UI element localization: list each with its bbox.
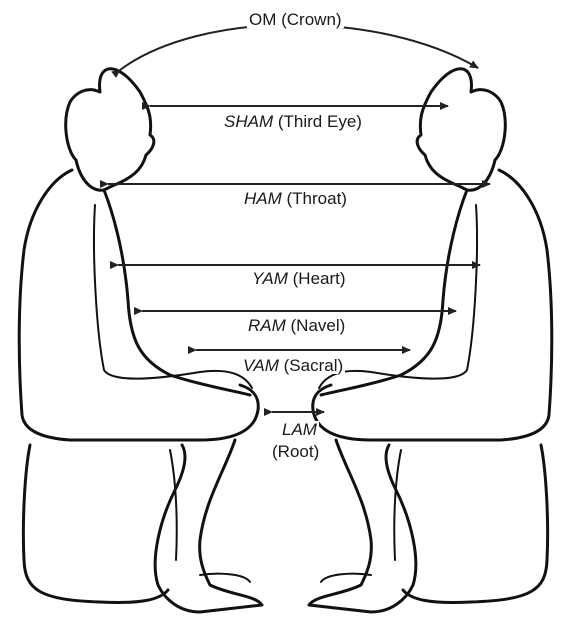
crown-arc-arrow: [120, 25, 478, 70]
sacral-label: VAM (Sacral): [241, 357, 345, 374]
third-eye-label: SHAM (Third Eye): [222, 113, 364, 130]
root-name-label: (Root): [270, 443, 321, 460]
left-thigh: [200, 385, 258, 440]
navel-label: RAM (Navel): [246, 317, 347, 334]
sacral-name: (Sacral): [284, 356, 344, 375]
right-back: [371, 170, 552, 440]
right-seat: [403, 445, 548, 603]
crown-text: OM (Crown): [249, 10, 342, 29]
root-name: (Root): [272, 442, 319, 461]
right-head: [417, 69, 505, 190]
heart-label: YAM (Heart): [250, 270, 348, 287]
right-shin: [309, 440, 416, 612]
right-seat-side: [394, 450, 401, 560]
throat-label: HAM (Throat): [242, 190, 349, 207]
left-head: [66, 69, 154, 190]
heart-name: (Heart): [293, 269, 346, 288]
left-figure: [19, 69, 262, 612]
left-back: [19, 170, 200, 440]
throat-mantra: HAM: [244, 189, 282, 208]
left-seat-side: [170, 450, 177, 560]
crown-label: OM (Crown): [247, 11, 344, 28]
navel-name: (Navel): [291, 316, 346, 335]
third-eye-mantra: SHAM: [224, 112, 273, 131]
left-seat: [23, 445, 168, 603]
root-mantra-label: LAM: [280, 421, 319, 438]
left-shin: [155, 440, 262, 612]
left-front: [104, 190, 250, 395]
navel-mantra: RAM: [248, 316, 286, 335]
throat-name: (Throat): [287, 189, 347, 208]
heart-mantra: YAM: [252, 269, 288, 288]
sacral-mantra: VAM: [243, 356, 279, 375]
root-mantra: LAM: [282, 420, 317, 439]
third-eye-name: (Third Eye): [278, 112, 362, 131]
right-figure: [309, 69, 552, 612]
